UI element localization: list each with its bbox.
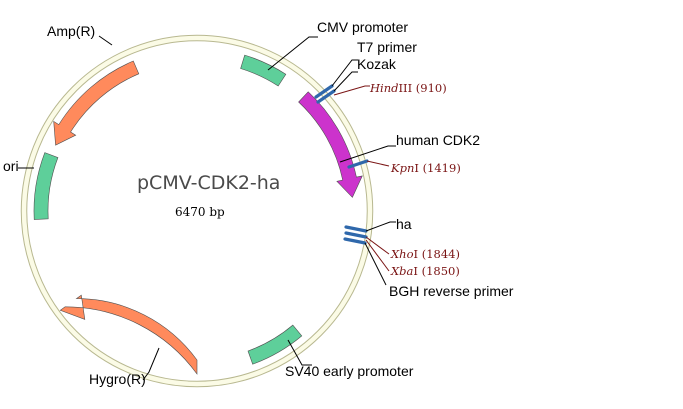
site-markers: [314, 84, 369, 245]
kozak-label: Kozak: [357, 56, 397, 72]
bgh-leader: [364, 242, 387, 286]
cdk2-leader: [339, 145, 396, 163]
ha-leader: [365, 221, 396, 232]
feature-layer: [33, 54, 363, 375]
bgh-marker: [343, 237, 367, 245]
xbai-site-label: XbaI (1850): [390, 264, 460, 278]
hindiii-leader: [333, 85, 370, 96]
kozak-leader: [333, 71, 358, 92]
bgh-reverse-primer-label: BGH reverse primer: [389, 283, 514, 299]
kozak-marker: [316, 89, 336, 104]
ori-arc: [33, 152, 59, 220]
human-cdk2-arrow: [298, 91, 363, 198]
xhoi-marker: [344, 231, 368, 239]
ori-label: ori: [3, 158, 19, 174]
hygro-leader: [142, 347, 160, 381]
hygro-resistance-arrow: [59, 294, 198, 375]
t7-leader: [331, 59, 358, 87]
cmv-promoter-label: CMV promoter: [317, 19, 408, 35]
leader-lines: [18, 35, 396, 381]
amp-resistance-arrow: [53, 60, 140, 146]
sv40-early-promoter-label: SV40 early promoter: [285, 363, 414, 379]
kpni-site-label: KpnI (1419): [390, 161, 461, 175]
kpni-marker: [347, 159, 369, 169]
amp-resistance-label: Amp(R): [47, 23, 95, 39]
plasmid-backbone: [20, 34, 374, 388]
xhoi-leader: [365, 236, 390, 255]
hygro-resistance-label: Hygro(R): [89, 371, 146, 387]
xbai-leader: [365, 239, 390, 272]
amp-leader: [98, 35, 113, 46]
sv40-leader: [287, 339, 312, 366]
hindiii-site-label: HindIII (910): [369, 81, 447, 95]
t7-primer-marker: [314, 84, 334, 99]
plasmid-size: 6470 bp: [175, 205, 225, 219]
ha-marker: [344, 225, 368, 233]
human-cdk2-label: human CDK2: [396, 132, 480, 148]
kpni-leader: [366, 160, 390, 167]
ha-label: ha: [396, 216, 412, 232]
t7-primer-label: T7 primer: [357, 39, 417, 55]
sv40-promoter-arc: [247, 324, 303, 365]
plasmid-name: pCMV-CDK2-ha: [137, 172, 280, 194]
cmv-leader: [267, 36, 318, 71]
xhoi-site-label: XhoI (1844): [390, 247, 460, 261]
cmv-promoter-arc: [240, 54, 287, 87]
